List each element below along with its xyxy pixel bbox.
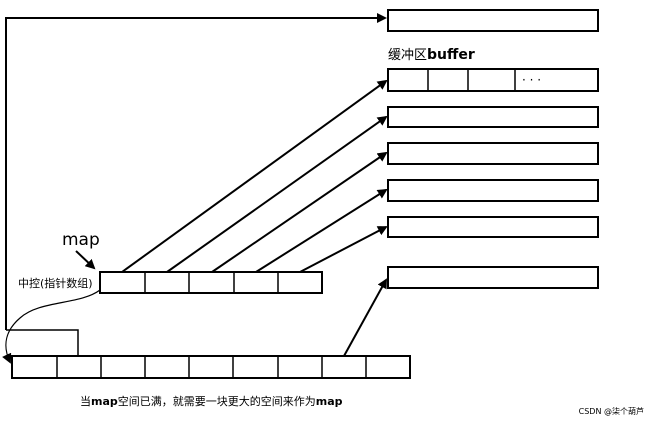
- map-pointer-arrow: [75, 250, 96, 270]
- pointer-arrow-2: [166, 115, 388, 273]
- buffer-block-1: [387, 9, 599, 32]
- migrate-curve-arrow: [2, 289, 101, 364]
- central-control-label: 中控(指针数组): [18, 276, 93, 290]
- caption-map-1: map: [91, 395, 118, 408]
- new-map-array: [11, 355, 411, 379]
- pointer-arrow-4: [255, 188, 388, 273]
- caption-map-2: map: [316, 395, 343, 408]
- pointer-arrow-5: [299, 226, 388, 273]
- central-control-array: [99, 271, 323, 294]
- top-link-arrow: [5, 13, 387, 330]
- buffer-block-7: [387, 266, 599, 289]
- buffer-block-4: [387, 142, 599, 165]
- buffer-label-cn: 缓冲区: [388, 48, 427, 63]
- new-map-pointer-arrow: [343, 278, 387, 357]
- caption-prefix: 当: [80, 394, 91, 408]
- watermark: CSDN @柒个葫芦: [579, 406, 644, 416]
- caption: 当map空间已满，就需要一块更大的空间来作为map: [80, 394, 343, 408]
- buffer-block-5: [387, 179, 599, 202]
- pointer-arrow-3: [211, 151, 388, 273]
- pointer-arrow-1: [121, 79, 388, 273]
- buffer-block-3: [387, 106, 599, 128]
- caption-middle: 空间已满，就需要一块更大的空间来作为: [118, 394, 316, 408]
- buffer-block-2: [387, 68, 599, 92]
- map-label: map: [62, 230, 100, 250]
- buffer-ellipsis: · · ·: [522, 73, 541, 87]
- buffer-label-en: buffer: [427, 47, 475, 63]
- buffer-block-6: [387, 216, 599, 238]
- new-map-connector: [6, 329, 79, 356]
- buffer-label: 缓冲区buffer: [388, 47, 475, 63]
